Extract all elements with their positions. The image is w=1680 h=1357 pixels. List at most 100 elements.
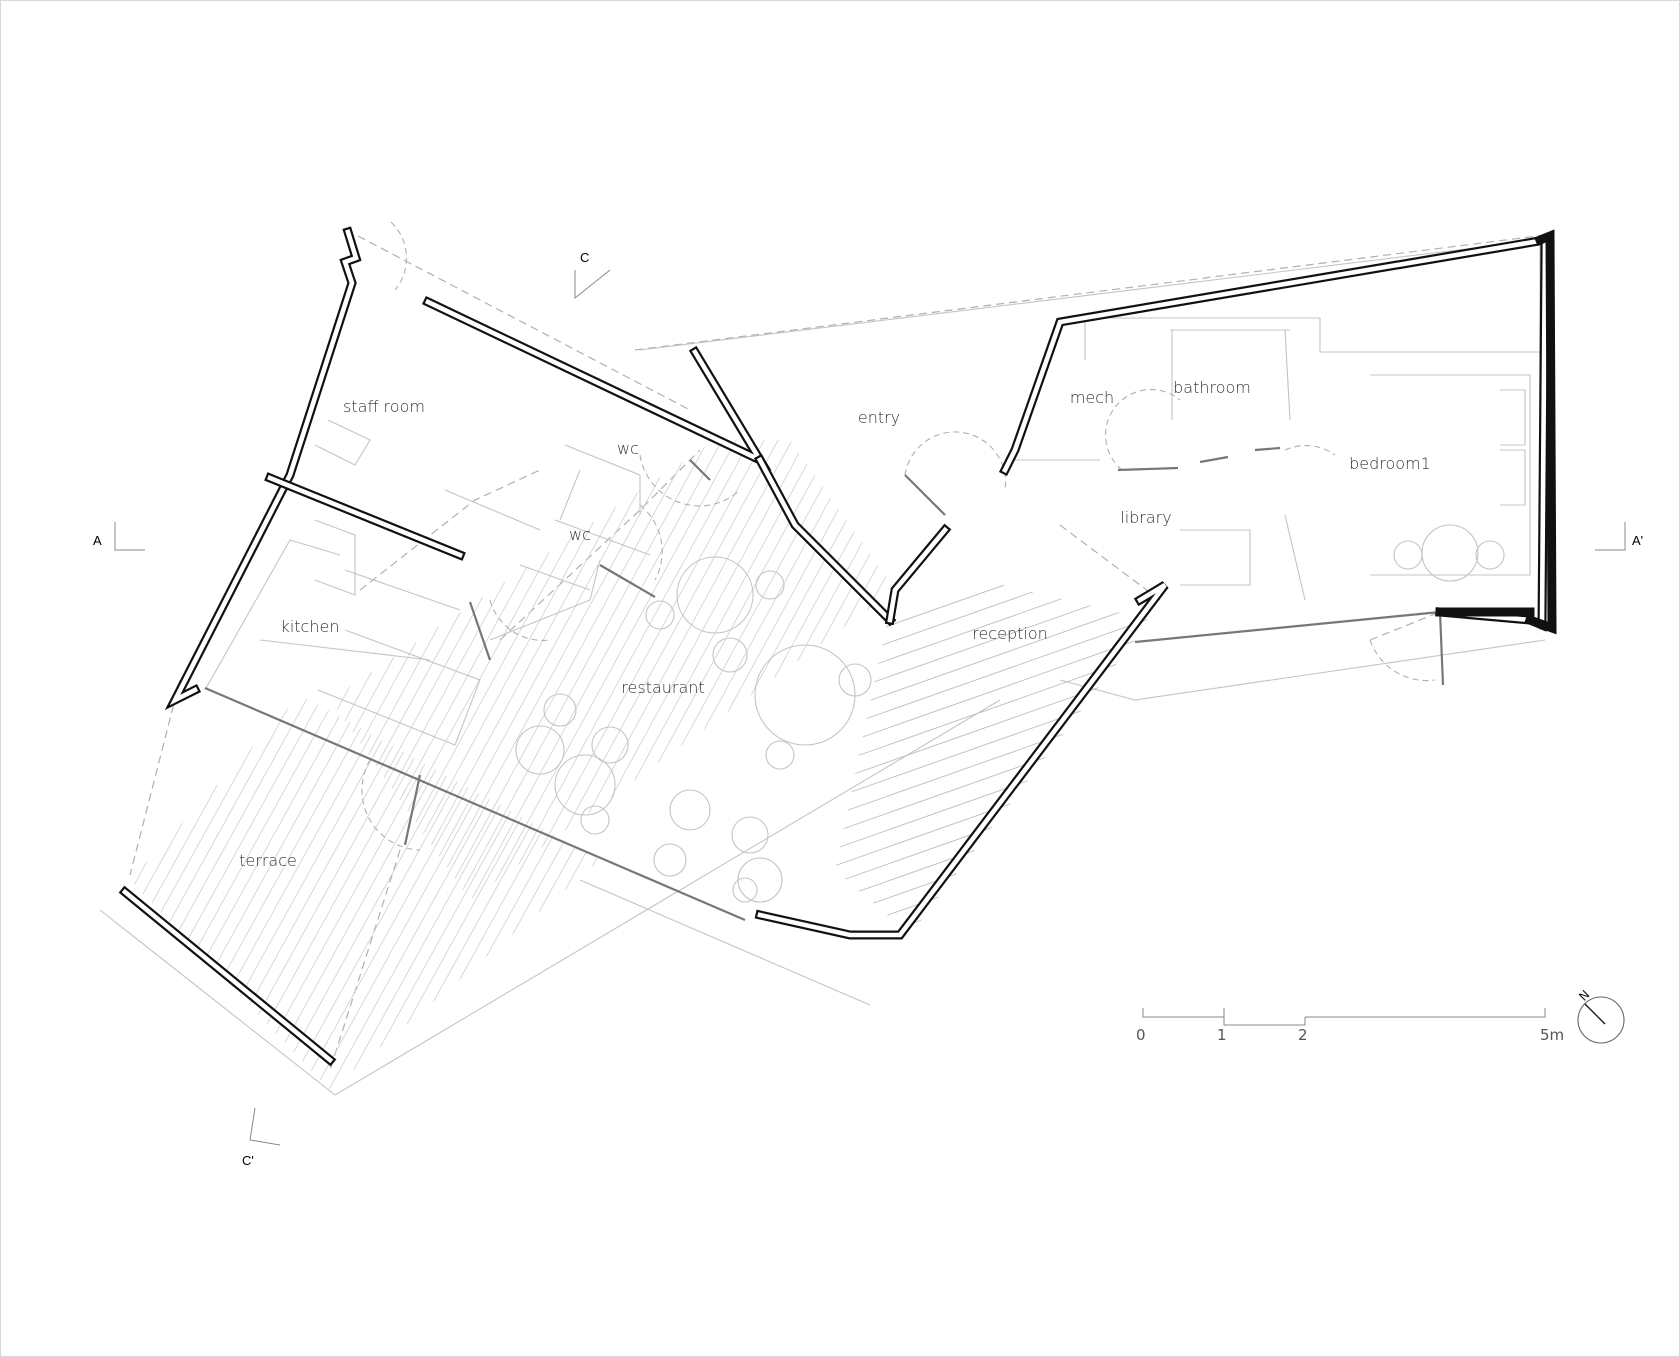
- scale-label-5m: 5m: [1540, 1026, 1564, 1044]
- hatch-line: [130, 695, 237, 1090]
- table-circle: [554, 754, 616, 816]
- section-markers: A A' C C': [93, 250, 1643, 1168]
- hatch-line: [443, 440, 745, 900]
- hatch-line: [451, 695, 600, 1090]
- label-kitchen: kitchen: [281, 617, 340, 636]
- chair-circle: [591, 726, 629, 764]
- stair-tread: [835, 818, 1150, 935]
- hatch-line: [634, 650, 894, 1120]
- hatch-line: [0, 650, 124, 1120]
- hatch-line: [423, 695, 600, 1090]
- hatch-line: [339, 695, 600, 1090]
- hatch-line: [0, 650, 12, 1120]
- hatch-line: [0, 650, 96, 1120]
- hatch-line: [359, 440, 661, 900]
- hatch-line: [0, 400, 212, 950]
- hatch-line: [130, 695, 279, 1090]
- hatch-line: [0, 400, 142, 950]
- scale-label-0: 0: [1136, 1026, 1146, 1044]
- hatch-line: [330, 440, 591, 900]
- interior-lines: [99, 239, 1546, 1096]
- north-arrow-label: N: [1576, 988, 1592, 1004]
- hatch-line: [345, 440, 647, 900]
- table-circle: [754, 644, 856, 746]
- label-bathroom: bathroom: [1173, 378, 1251, 397]
- chair-circle: [732, 877, 758, 903]
- hatch-line: [0, 650, 54, 1120]
- hatch-line: [0, 400, 170, 950]
- hatch-line: [311, 695, 573, 1090]
- table-circle: [669, 789, 711, 831]
- table-circle: [737, 857, 783, 903]
- hatch-line: [130, 695, 139, 1090]
- hatch-line: [779, 440, 895, 900]
- hatch-line: [130, 695, 195, 1090]
- scale-bar: 0 1 2 5m: [1136, 1008, 1564, 1044]
- hatch-line: [330, 440, 367, 900]
- stair-tread: [835, 597, 1150, 719]
- hatch-line: [0, 650, 26, 1120]
- stair-tread: [835, 733, 1150, 855]
- label-entry: entry: [858, 408, 900, 427]
- hatch-line: [330, 440, 381, 900]
- hatch-line: [330, 440, 479, 900]
- chair-circle: [755, 570, 785, 600]
- scale-label-1: 1: [1217, 1026, 1227, 1044]
- hatch-line: [130, 695, 181, 1090]
- chair-circle: [580, 805, 610, 835]
- section-mark-a-prime: A': [1632, 533, 1643, 548]
- north-arrow: N: [1576, 988, 1625, 1044]
- hatch-line: [793, 440, 895, 900]
- hatch-line: [583, 440, 885, 900]
- hatch-line: [199, 695, 461, 1090]
- stair-tread: [835, 886, 1150, 935]
- hatch-line: [373, 440, 675, 900]
- roof-outline: [129, 234, 1546, 1071]
- section-mark-c-prime: C': [242, 1153, 254, 1168]
- stair-tread: [835, 852, 1150, 935]
- hatch-line: [330, 440, 577, 900]
- hatch-line: [620, 650, 880, 1120]
- north-arrow-pointer: [1584, 1003, 1606, 1025]
- hatch-line: [591, 695, 600, 1090]
- hatch-line: [331, 440, 633, 900]
- section-mark-c: C: [580, 250, 589, 265]
- terrace-hatch: [0, 650, 894, 1120]
- hatch-line: [527, 440, 829, 900]
- hatch-line: [409, 695, 600, 1090]
- chair-circle: [543, 693, 577, 727]
- hatch-line: [457, 440, 759, 900]
- hatch-line: [521, 695, 600, 1090]
- hatch-line: [0, 400, 100, 950]
- hatch-line: [0, 400, 198, 950]
- hatch-line: [415, 440, 717, 900]
- hatch-line: [597, 440, 895, 900]
- hatch-line: [437, 695, 600, 1090]
- label-reception: reception: [972, 624, 1048, 643]
- hatch-line: [507, 695, 600, 1090]
- hatch-line: [227, 695, 489, 1090]
- hatch-line: [213, 695, 475, 1090]
- hatch-line: [381, 695, 600, 1090]
- hatch-line: [0, 650, 110, 1120]
- table-circle: [676, 556, 754, 634]
- restaurant-hatch: [0, 400, 895, 950]
- chair-circle: [765, 740, 795, 770]
- label-wc-upper: wc: [617, 439, 639, 458]
- chair-circle: [645, 600, 675, 630]
- hatch-line: [330, 440, 465, 900]
- exterior-walls: [118, 226, 1557, 1067]
- hatch-line: [0, 400, 240, 950]
- hatch-line: [493, 695, 600, 1090]
- hatch-line: [485, 440, 787, 900]
- hatch-line: [555, 440, 857, 900]
- hatch-line: [563, 695, 600, 1090]
- hatch-line: [479, 695, 600, 1090]
- chair-circle: [712, 637, 748, 673]
- label-terrace: terrace: [239, 851, 297, 870]
- hatch-line: [130, 695, 335, 1090]
- hatch-line: [569, 440, 871, 900]
- hatch-line: [0, 650, 40, 1120]
- chair-circle: [653, 843, 687, 877]
